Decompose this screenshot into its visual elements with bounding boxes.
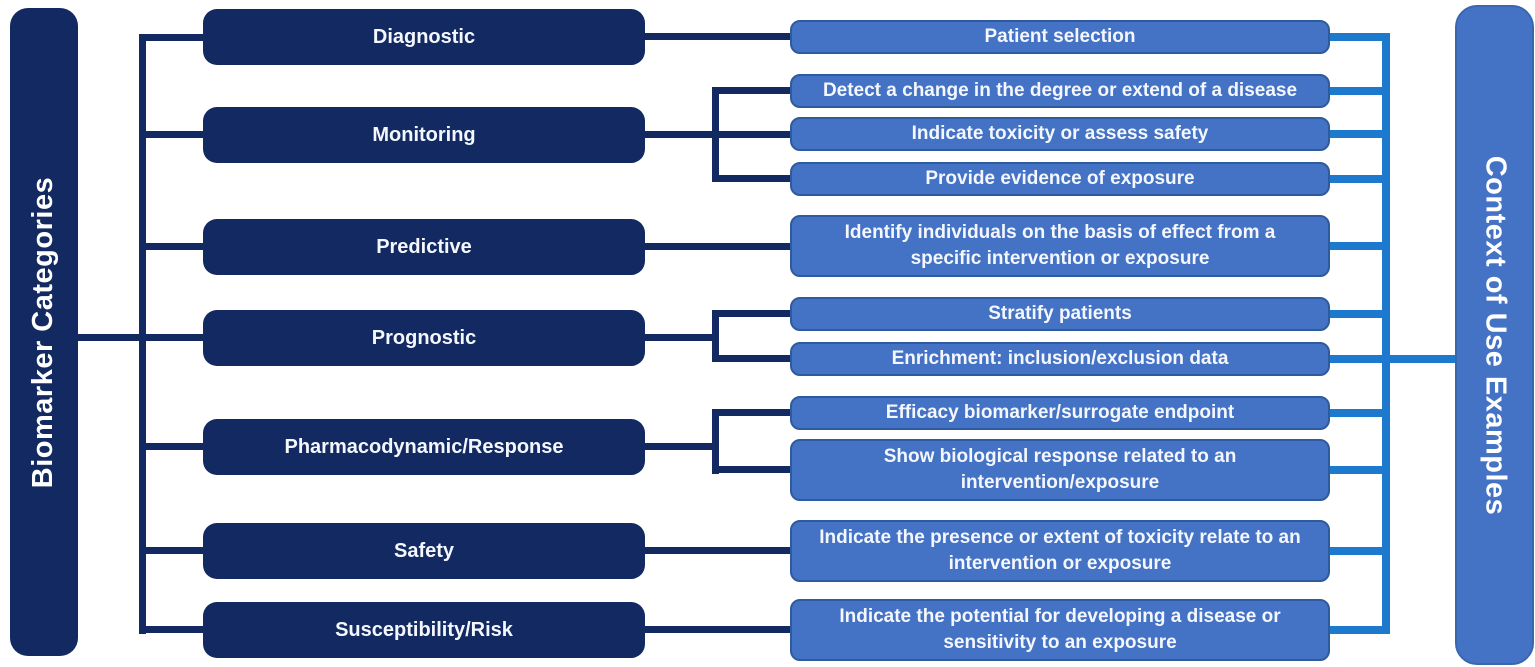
category-box-diagnostic: Diagnostic xyxy=(203,9,645,65)
example-box-efficacy-biomarker: Efficacy biomarker/surrogate endpoint xyxy=(790,396,1330,430)
connector-stub-monitoring xyxy=(139,131,203,138)
category-box-monitoring: Monitoring xyxy=(203,107,645,163)
category-box-prognostic: Prognostic xyxy=(203,310,645,366)
connector-prognostic-main xyxy=(645,334,715,341)
example-box-indicate-presence: Indicate the presence or extent of toxic… xyxy=(790,520,1330,582)
connector-example-10 xyxy=(1330,547,1390,555)
connector-example-2 xyxy=(1330,87,1390,95)
connector-stub-predictive xyxy=(139,243,203,250)
context-of-use-bar: Context of Use Examples xyxy=(1455,5,1534,665)
category-box-susceptibility: Susceptibility/Risk xyxy=(203,602,645,658)
connector-example-9 xyxy=(1330,466,1390,474)
connector-stub-pharmacodynamic xyxy=(139,443,203,450)
connector-predictive-row xyxy=(645,243,790,250)
connector-example-11 xyxy=(1330,626,1390,634)
connector-monitoring-bracket xyxy=(712,87,719,182)
connector-pharmacodynamic-stub-bottom xyxy=(712,466,790,473)
connector-example-5 xyxy=(1330,242,1390,250)
example-box-enrichment: Enrichment: inclusion/exclusion data xyxy=(790,342,1330,376)
category-box-pharmacodynamic: Pharmacodynamic/Response xyxy=(203,419,645,475)
connector-safety-row xyxy=(645,547,790,554)
category-box-safety: Safety xyxy=(203,523,645,579)
connector-pharmacodynamic-main xyxy=(645,443,715,450)
connector-example-3 xyxy=(1330,130,1390,138)
example-box-identify-individuals: Identify individuals on the basis of eff… xyxy=(790,215,1330,277)
connector-example-7-to-bar xyxy=(1330,355,1455,363)
example-box-show-biological: Show biological response related to an i… xyxy=(790,439,1330,501)
connector-pharmacodynamic-stub-top xyxy=(712,409,790,416)
connector-stub-susceptibility xyxy=(139,626,203,633)
example-box-stratify-patients: Stratify patients xyxy=(790,297,1330,331)
connector-susceptibility-row xyxy=(645,626,790,633)
connector-right-spine xyxy=(1382,33,1390,634)
connector-example-8 xyxy=(1330,409,1390,417)
connector-pharmacodynamic-bracket xyxy=(712,409,719,474)
example-box-indicate-toxicity: Indicate toxicity or assess safety xyxy=(790,117,1330,151)
connector-example-4 xyxy=(1330,175,1390,183)
connector-bar-to-prognostic xyxy=(76,334,203,341)
connector-monitoring-stub-bottom xyxy=(712,175,790,182)
connector-diagnostic-row xyxy=(645,33,790,40)
example-box-provide-evidence: Provide evidence of exposure xyxy=(790,162,1330,196)
connector-stub-diagnostic xyxy=(139,34,203,41)
example-box-detect-change: Detect a change in the degree or extend … xyxy=(790,74,1330,108)
connector-prognostic-stub-top xyxy=(712,310,790,317)
context-of-use-label: Context of Use Examples xyxy=(1479,155,1512,515)
connector-stub-safety xyxy=(139,547,203,554)
biomarker-categories-bar: Biomarker Categories xyxy=(10,8,78,656)
connector-prognostic-bracket xyxy=(712,310,719,362)
connector-example-6 xyxy=(1330,310,1390,318)
connector-example-1 xyxy=(1330,33,1390,41)
connector-monitoring-stub-top xyxy=(712,87,790,94)
example-box-indicate-potential: Indicate the potential for developing a … xyxy=(790,599,1330,661)
category-box-predictive: Predictive xyxy=(203,219,645,275)
connector-prognostic-stub-bottom xyxy=(712,355,790,362)
biomarker-categories-label: Biomarker Categories xyxy=(27,176,60,488)
example-box-patient-selection: Patient selection xyxy=(790,20,1330,54)
